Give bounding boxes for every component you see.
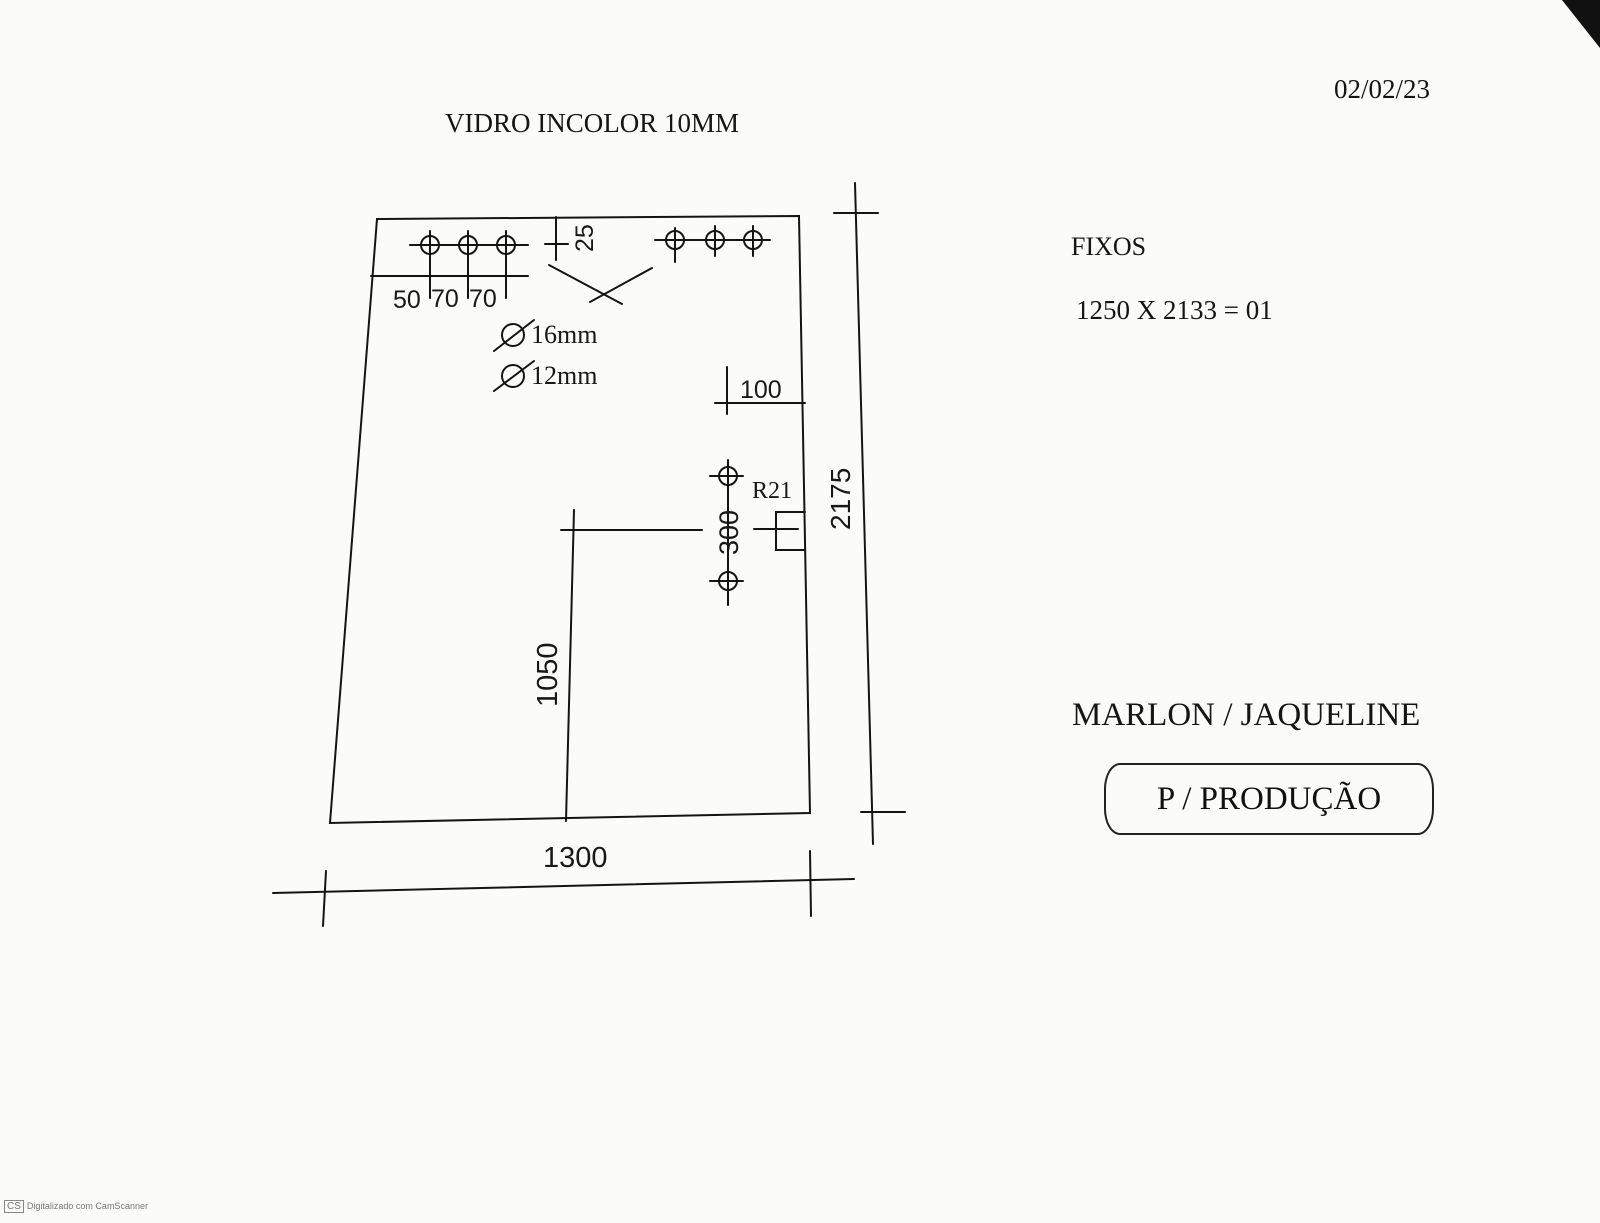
- height-dimension: [833, 182, 906, 845]
- x-mark: [548, 264, 653, 305]
- scanner-text: Digitalizado com CamScanner: [26, 1201, 148, 1211]
- hole-large-label: 16mm: [531, 320, 597, 349]
- side-offset-label: 100: [740, 376, 782, 404]
- side-offset-marker: [714, 366, 806, 415]
- lateral-hole-group: [709, 459, 744, 606]
- production-stamp: P / PRODUÇÃO: [1104, 763, 1434, 835]
- piece-spec: 1250 X 2133 = 01: [1076, 295, 1273, 325]
- document-title: VIDRO INCOLOR 10MM: [445, 108, 740, 138]
- total-width-label: 1300: [543, 842, 608, 874]
- notch-height-label: 1050: [532, 642, 564, 707]
- notch-height-reference: [560, 509, 703, 822]
- diameter-symbol-16: [493, 319, 535, 352]
- top-offset-label: 25: [571, 224, 599, 252]
- section-label: FIXOS: [1071, 232, 1147, 261]
- client-name: MARLON / JAQUELINE: [1072, 697, 1421, 733]
- width-dimension: [272, 850, 855, 927]
- hole-small-label: 12mm: [531, 361, 597, 390]
- diameter-symbol-12: [493, 360, 535, 392]
- hole-gap-label: 300: [714, 510, 744, 555]
- top-offset-marker: [544, 216, 569, 261]
- r21-notch: [753, 511, 806, 551]
- total-height-label: 2175: [825, 468, 856, 530]
- production-stamp-text: P / PRODUÇÃO: [1156, 780, 1382, 817]
- document-date: 02/02/23: [1334, 74, 1431, 104]
- glass-panel-outline: [328, 214, 812, 825]
- right-hole-group: [654, 225, 771, 263]
- radius-label: R21: [752, 478, 792, 504]
- left-hole-group: [409, 230, 529, 299]
- hole-spacing-label-3: 70: [469, 285, 497, 313]
- scan-corner-shadow: [1562, 0, 1600, 48]
- scanner-badge: CS: [4, 1200, 24, 1213]
- hole-spacing-label-2: 70: [431, 285, 459, 313]
- hole-spacing-label-1: 50: [393, 286, 421, 314]
